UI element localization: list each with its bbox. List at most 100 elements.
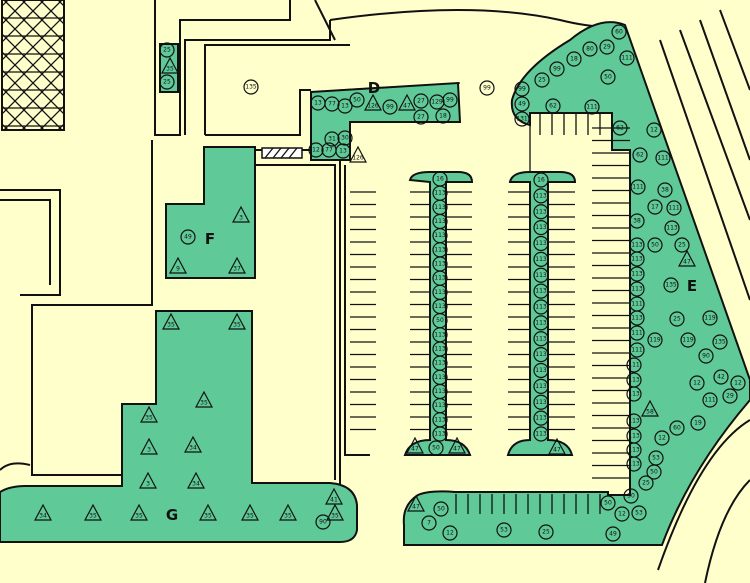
symbol-label: 34 (189, 445, 197, 452)
hatched-pad (261, 147, 303, 159)
shrub-triangle-symbol: 34 (187, 471, 205, 489)
circle-marker-icon (657, 182, 673, 198)
symbol-label: 42 (717, 374, 725, 381)
tree-circle-symbol: 135 (712, 334, 728, 350)
circle-marker-icon (630, 179, 646, 195)
circle-marker-icon (159, 42, 175, 58)
tree-circle-symbol: 111 (629, 325, 645, 341)
symbol-label: 27 (417, 98, 425, 105)
triangle-marker-icon (241, 503, 259, 521)
tree-circle-symbol: 99 (514, 81, 530, 97)
circle-marker-icon (730, 375, 746, 391)
zone-label-f: F (205, 230, 215, 248)
circle-marker-icon (533, 188, 549, 204)
triangle-marker-icon (232, 205, 250, 223)
symbol-label: 25 (542, 529, 550, 536)
tree-circle-symbol: 27 (413, 93, 429, 109)
symbol-label: 113 (628, 391, 640, 398)
triangle-marker-icon (161, 56, 179, 74)
circle-marker-icon (534, 72, 550, 88)
tree-circle-symbol: 49 (605, 526, 621, 542)
symbol-label: 9 (176, 266, 180, 273)
symbol-label: 53 (652, 455, 660, 462)
tree-circle-symbol: 12 (442, 525, 458, 541)
circle-marker-icon (514, 111, 530, 127)
symbol-label: 25 (163, 79, 171, 86)
symbol-label: 12 (312, 147, 320, 154)
shrub-triangle-symbol: 34 (34, 503, 52, 521)
circle-marker-icon (335, 143, 351, 159)
circle-marker-icon (159, 74, 175, 90)
circle-marker-icon (600, 495, 616, 511)
symbol-label: 50 (604, 500, 612, 507)
symbol-label: 19 (694, 420, 702, 427)
tree-circle-symbol: 119 (702, 310, 718, 326)
symbol-label: 113 (535, 335, 547, 342)
circle-marker-icon (626, 413, 642, 429)
triangle-marker-icon (228, 256, 246, 274)
triangle-marker-icon (169, 256, 187, 274)
circle-marker-icon (626, 456, 642, 472)
symbol-label: 49 (518, 101, 526, 108)
circle-marker-icon (654, 430, 670, 446)
tree-circle-symbol: 49 (180, 229, 196, 245)
circle-marker-icon (421, 515, 437, 531)
tree-circle-symbol: 53 (496, 522, 512, 538)
tree-circle-symbol: 12 (646, 122, 662, 138)
tree-circle-symbol: 25 (159, 74, 175, 90)
tree-circle-symbol: 113 (533, 267, 549, 283)
shrub-triangle-symbol: 35 (162, 312, 180, 330)
symbol-label: 129 (431, 99, 443, 106)
symbol-label: 58 (646, 409, 654, 416)
circle-marker-icon (413, 93, 429, 109)
tree-circle-symbol: 113 (533, 299, 549, 315)
shrub-triangle-symbol: 126 (349, 145, 367, 163)
circle-marker-icon (413, 109, 429, 125)
tree-circle-symbol: 49 (514, 96, 530, 112)
symbol-label: 113 (535, 351, 547, 358)
symbol-label: 111 (657, 155, 669, 162)
tree-circle-symbol: 113 (533, 331, 549, 347)
circle-marker-icon (647, 199, 663, 215)
symbol-label: 62 (616, 125, 624, 132)
symbol-label: 12 (650, 127, 658, 134)
tree-circle-symbol: 111 (584, 99, 600, 115)
symbol-label: 49 (184, 234, 192, 241)
circle-marker-icon (600, 69, 616, 85)
symbol-label: 35 (200, 400, 208, 407)
tree-circle-symbol: 13 (335, 143, 351, 159)
tree-circle-symbol: 12 (614, 506, 630, 522)
symbol-label: 31 (328, 136, 336, 143)
symbol-label: 16 (436, 176, 444, 183)
symbol-label: 119 (704, 315, 716, 322)
circle-marker-icon (533, 235, 549, 252)
symbol-label: 111 (668, 205, 680, 212)
symbol-label: 99 (518, 86, 526, 93)
circle-marker-icon (496, 522, 512, 538)
symbol-label: 13 (341, 103, 349, 110)
circle-marker-icon (712, 334, 728, 350)
circle-marker-icon (533, 394, 549, 410)
symbol-label: 111 (586, 104, 598, 111)
symbol-label: 16 (537, 177, 545, 184)
symbol-label: 113 (434, 289, 446, 296)
symbol-label: 111 (628, 362, 640, 369)
symbol-label: 25 (538, 77, 546, 84)
symbol-label: 47 (411, 446, 419, 453)
shrub-triangle-symbol: 35 (195, 390, 213, 408)
symbol-label: 131 (516, 116, 528, 123)
tree-circle-symbol: 113 (629, 266, 645, 282)
shrub-triangle-symbol: 35 (130, 503, 148, 521)
tree-circle-symbol: 50 (349, 92, 365, 108)
shrub-triangle-symbol: 37 (228, 256, 246, 274)
tree-circle-symbol: 113 (664, 220, 680, 236)
tree-circle-symbol: 119 (680, 332, 696, 348)
circle-marker-icon (533, 426, 549, 442)
circle-marker-icon (666, 200, 682, 216)
circle-marker-icon (647, 237, 663, 253)
symbol-label: 35 (233, 322, 241, 329)
symbol-label: 37 (233, 266, 241, 273)
symbol-label: 25 (678, 242, 686, 249)
shrub-triangle-symbol: 126 (364, 93, 382, 111)
symbol-label: 35 (246, 513, 254, 520)
